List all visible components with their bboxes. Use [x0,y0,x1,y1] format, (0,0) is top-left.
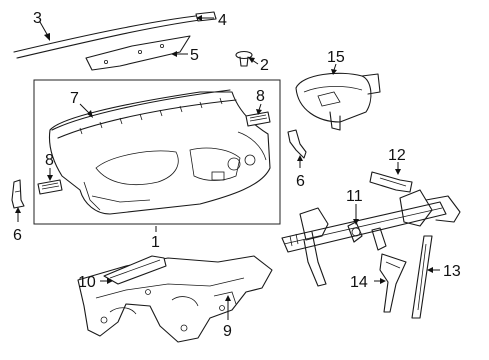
callout-4: 4 [218,12,227,29]
callout-8-left: 8 [45,152,54,169]
callout-8-right: 8 [256,88,265,105]
part-10-upper-reinforcement-bar [103,255,167,285]
part-3-windshield-trim-strip [13,13,217,59]
callout-2: 2 [260,57,269,74]
callout-14: 14 [350,274,368,291]
callout-9: 9 [223,323,232,340]
part-6-right-bracket [287,129,307,159]
part-6-left-bracket [11,179,25,209]
assembly-1-boundary-frame [33,79,281,225]
callout-5: 5 [190,47,199,64]
callout-3: 3 [33,10,42,27]
callout-15: 15 [327,49,345,66]
part-5-defroster-panel [85,35,191,71]
part-13-stay-rod [411,235,433,319]
callout-6-left: 6 [13,227,22,244]
part-1-instrument-panel [48,89,271,215]
callout-6-right: 6 [296,173,305,190]
part-8-left-cover [37,179,63,195]
callout-7: 7 [70,90,79,107]
callout-10: 10 [78,274,96,291]
leader-lines [15,15,440,320]
callout-11: 11 [346,188,363,205]
part-9-lower-reinforcement [77,255,273,343]
callout-12: 12 [388,147,406,164]
part-12-bracket [369,171,413,193]
part-11-cross-car-beam [281,189,461,287]
part-15-airbag-module [295,72,381,131]
part-8-right-cover [245,111,271,127]
part-14-brace [379,253,407,313]
callout-13: 13 [443,263,461,280]
callout-1: 1 [151,234,160,251]
part-2-clip [235,50,253,67]
